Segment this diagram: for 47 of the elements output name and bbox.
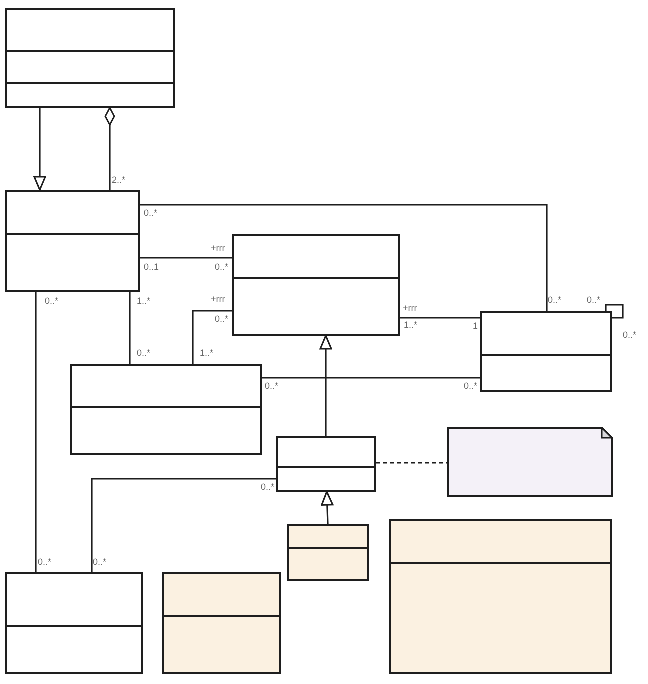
association-line	[400, 317, 480, 319]
association-line	[91, 478, 276, 572]
aggregation-line	[104, 107, 116, 190]
multiplicity-label: 0..*	[464, 382, 478, 391]
note-box	[447, 427, 613, 497]
multiplicity-label: 0..*	[623, 331, 637, 340]
multiplicity-label: 0..*	[38, 558, 52, 567]
class-box	[232, 234, 400, 336]
class-box	[162, 572, 281, 674]
class-box	[480, 311, 612, 392]
association-line	[140, 204, 548, 311]
multiplicity-label: 0..*	[144, 209, 158, 218]
class-box	[70, 364, 262, 455]
multiplicity-label: 0..*	[548, 296, 562, 305]
class-box	[5, 8, 175, 108]
association-line	[262, 377, 480, 379]
multiplicity-label: 0..*	[137, 349, 151, 358]
class-box	[276, 436, 376, 492]
role-name: +rrr	[211, 244, 226, 253]
multiplicity-label: 0..*	[265, 382, 279, 391]
multiplicity-label: 0..*	[215, 263, 229, 272]
generalization-arrow	[321, 491, 334, 524]
multiplicity-label: 0..*	[93, 558, 107, 567]
association-line	[140, 257, 232, 259]
multiplicity-label: 1..*	[200, 349, 214, 358]
association-line	[605, 304, 624, 319]
generalization-arrow	[320, 335, 332, 436]
multiplicity-label: 1..*	[404, 321, 418, 330]
association-line	[35, 292, 37, 572]
class-box	[389, 519, 612, 674]
class-box	[5, 190, 140, 292]
note-connector	[376, 462, 447, 464]
generalization-arrow	[34, 108, 46, 191]
multiplicity-label: 0..*	[261, 483, 275, 492]
class-box	[5, 572, 143, 674]
multiplicity-label: 0..*	[215, 315, 229, 324]
multiplicity-label: 2..*	[112, 176, 126, 185]
association-line	[129, 292, 131, 364]
role-name: +rrr	[403, 304, 418, 313]
association-line	[192, 310, 232, 364]
role-name: +rrr	[211, 295, 226, 304]
multiplicity-label: 1..*	[137, 297, 151, 306]
multiplicity-label: 1	[473, 322, 478, 331]
multiplicity-label: 0..*	[45, 297, 59, 306]
multiplicity-label: 0..1	[144, 263, 160, 272]
multiplicity-label: 0..*	[587, 296, 601, 305]
class-box	[287, 524, 369, 581]
